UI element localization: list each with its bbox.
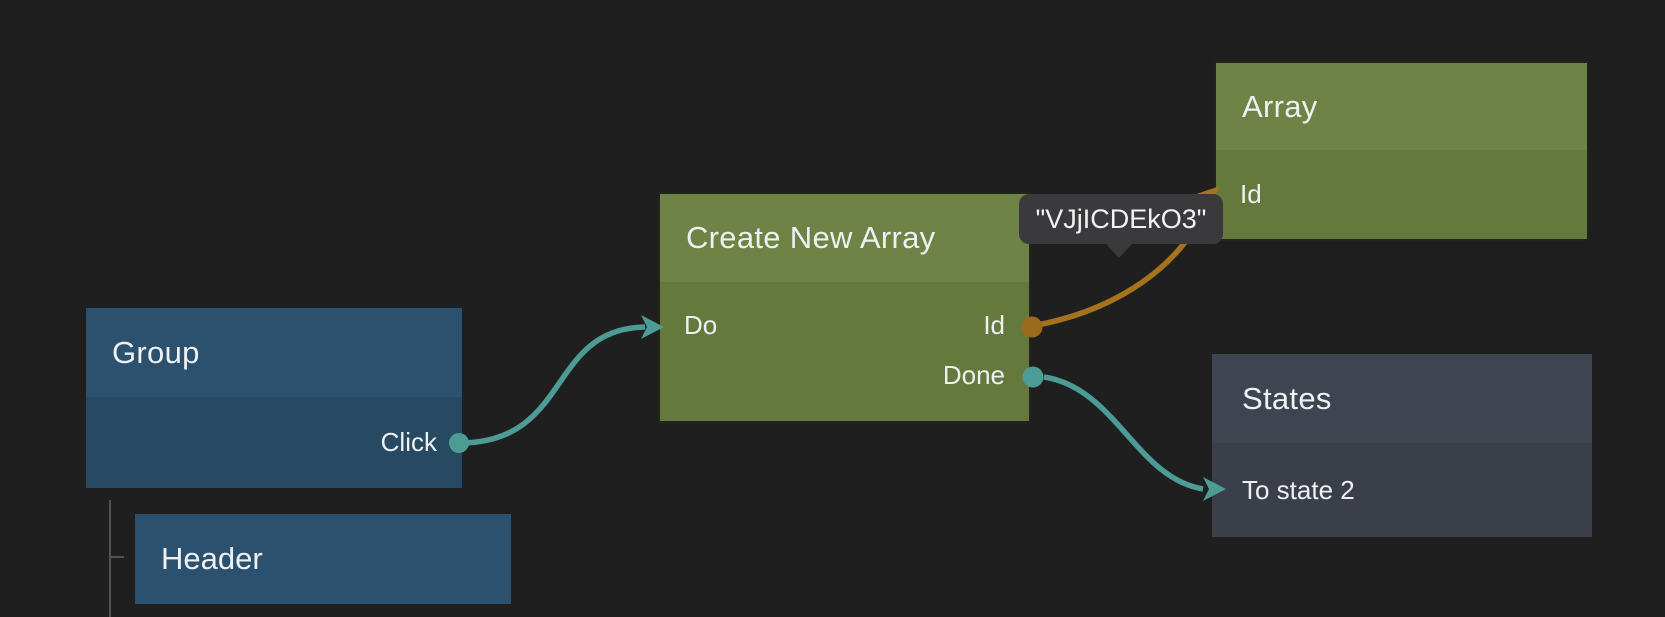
node-create-new-array[interactable]: Create New Array Do Id Done xyxy=(658,192,1031,423)
node-group-titlebar: Group xyxy=(86,308,462,397)
value-tooltip-text: "VJjICDEkO3" xyxy=(1035,203,1207,234)
node-title: Create New Array xyxy=(686,220,936,255)
edge-done-to-state-2[interactable] xyxy=(1043,374,1204,492)
value-tooltip: "VJjICDEkO3" xyxy=(1019,194,1223,258)
node-title: States xyxy=(1242,380,1332,416)
node-states-titlebar: States xyxy=(1212,354,1592,443)
node-title: Array xyxy=(1242,88,1318,124)
port-label-to-state-2: To state 2 xyxy=(1242,474,1355,505)
port-label-id: Id xyxy=(983,309,1005,340)
node-title: Group xyxy=(112,334,200,370)
node-array-titlebar: Array xyxy=(1216,63,1587,150)
node-create-new-array-titlebar: Create New Array xyxy=(660,194,1029,282)
node-header[interactable]: Header xyxy=(135,514,511,604)
node-array[interactable]: Array Id xyxy=(1214,61,1589,241)
tree-connector-line xyxy=(109,500,124,617)
node-title: Header xyxy=(161,541,263,576)
port-label-do: Do xyxy=(684,309,718,340)
port-label-done: Done xyxy=(942,359,1005,390)
node-group[interactable]: Group Click xyxy=(86,308,462,488)
tooltip-pointer-icon xyxy=(1106,244,1132,258)
port-label-array-id: Id xyxy=(1240,179,1262,209)
port-label-click: Click xyxy=(380,427,437,457)
node-states[interactable]: States To state 2 xyxy=(1212,354,1592,537)
edge-click-to-do[interactable] xyxy=(461,324,646,446)
